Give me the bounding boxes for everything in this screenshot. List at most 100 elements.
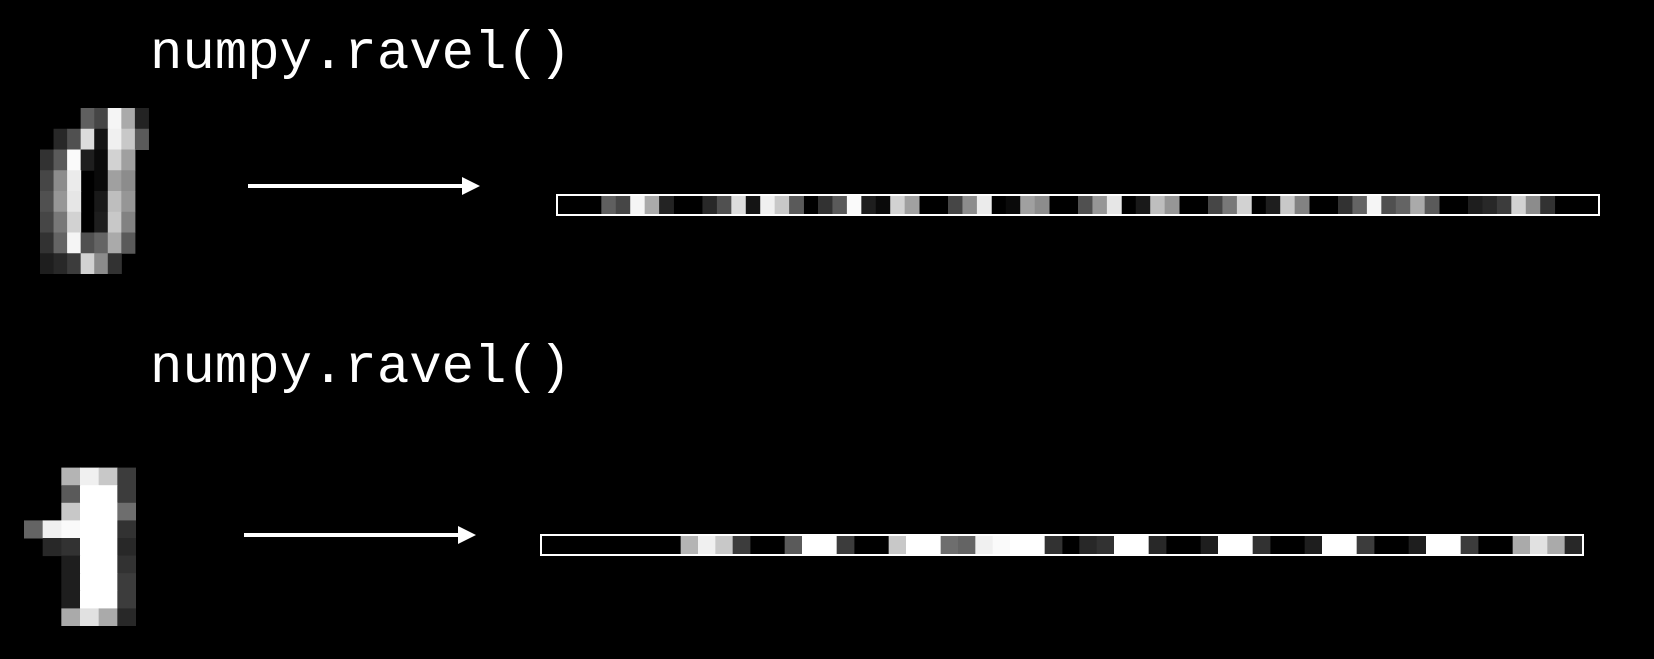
strip-zero-cell [976,196,992,214]
digit-zero-pixel [53,149,68,171]
digit-one-pixel [80,538,100,557]
digit-zero-pixel [40,191,55,213]
strip-zero-cell [1395,196,1411,214]
digit-one-pixel [61,485,81,504]
strip-one-cell [1148,536,1167,554]
digit-one-pixel [117,520,136,539]
digit-one-pixel [117,538,136,557]
strip-one-cell [906,536,924,554]
digit-zero-pixel [94,170,109,192]
strip-zero-cell [702,196,718,214]
strip-one-cell [1356,536,1375,554]
digit-zero-pixel [53,232,68,254]
digit-zero-pixel [107,253,122,274]
strip-zero-cell [1208,196,1223,214]
digit-zero-pixel [107,232,122,254]
strip-zero-cell [1352,196,1368,214]
digit-one-image [24,467,136,626]
digit-one-pixel [117,573,136,592]
digit-zero-pixel [67,191,82,213]
strip-zero-cell [1150,196,1166,214]
strip-one-cell [1339,536,1358,554]
digit-zero-pixel [67,253,82,274]
strip-zero-cell [1106,196,1122,214]
digit-one-pixel [80,555,100,574]
strip-one-cell [1426,536,1444,554]
strip-zero-cell [904,196,920,214]
strip-zero-cell [1164,196,1180,214]
strip-one-cell [1114,536,1132,554]
digit-zero-pixel [94,253,109,274]
strip-zero-cell [962,196,978,214]
strip-zero-cell [774,196,790,214]
strip-one-cell [819,536,838,554]
strip-one-cell [1235,536,1254,554]
digit-zero-pixel [67,232,82,254]
digit-zero-pixel [121,108,136,130]
strip-one-cell [1218,536,1236,554]
strip-zero-cell [731,196,747,214]
strip-zero-cell [630,196,646,214]
digit-zero-pixel [94,191,109,213]
strip-one-border [540,534,1584,556]
digit-zero-pixel [53,253,68,274]
digit-one-pixel [117,502,136,521]
strip-one-cell [836,536,855,554]
strip-one-cell [1460,536,1479,554]
digit-zero-pixel [107,170,122,192]
digit-zero-pixel [53,128,68,150]
digit-zero-pixel [80,253,95,274]
digit-zero-pixel [80,232,95,254]
digit-one-pixel [98,538,118,557]
strip-zero-cell [1034,196,1050,214]
strip-zero-cell [846,196,862,214]
strip-one-cell [698,536,716,554]
digit-zero-pixel [67,149,82,171]
digit-zero-pixel [121,128,136,150]
digit-one-pixel [80,590,100,609]
strip-one-cell [888,536,907,554]
digit-one-pixel [98,467,118,486]
strip-one-cell [1408,536,1427,554]
digit-zero-image [40,108,149,274]
strip-zero-cell [1381,196,1397,214]
strip-one-cell [1322,536,1340,554]
digit-zero-pixel [94,149,109,171]
digit-zero-pixel [80,128,95,150]
digit-one-pixel [80,485,100,504]
strip-zero-cell [644,196,660,214]
strip-one-cell [1044,536,1063,554]
digit-one-pixel [61,520,81,539]
digit-one-pixel [98,590,118,609]
strip-zero-cell [1366,196,1382,214]
strip-one-cell [784,536,803,554]
strip-zero-cell [601,196,617,214]
strip-zero-cell [1424,196,1440,214]
strip-zero-cell [1005,196,1021,214]
strip-one-cell [1096,536,1115,554]
digit-zero-pixel [53,191,68,213]
digit-zero-pixel [40,253,55,274]
strip-one-cell [975,536,994,554]
strip-zero-cell [1294,196,1310,214]
strip-one-cell [1079,536,1098,554]
digit-zero-pixel [67,211,82,233]
strip-zero-cell [615,196,631,214]
digit-zero-pixel [107,149,122,171]
digit-one-pixel [61,573,81,592]
digit-zero-pixel [107,108,122,130]
strip-one-cell [1304,536,1323,554]
digit-one-pixel [80,520,100,539]
digit-zero-pixel [40,211,55,233]
strip-zero-cell [1511,196,1527,214]
strip-one-cell [715,536,734,554]
strip-zero-cell [890,196,906,214]
digit-one-pixel [98,485,118,504]
strip-one-cell [1010,536,1028,554]
strip-one-cell [1443,536,1462,554]
digit-zero-pixel [107,191,122,213]
digit-one-pixel [98,573,118,592]
strip-one-cell [940,536,959,554]
strip-zero-cell [745,196,761,214]
strip-one-cell [1547,536,1566,554]
